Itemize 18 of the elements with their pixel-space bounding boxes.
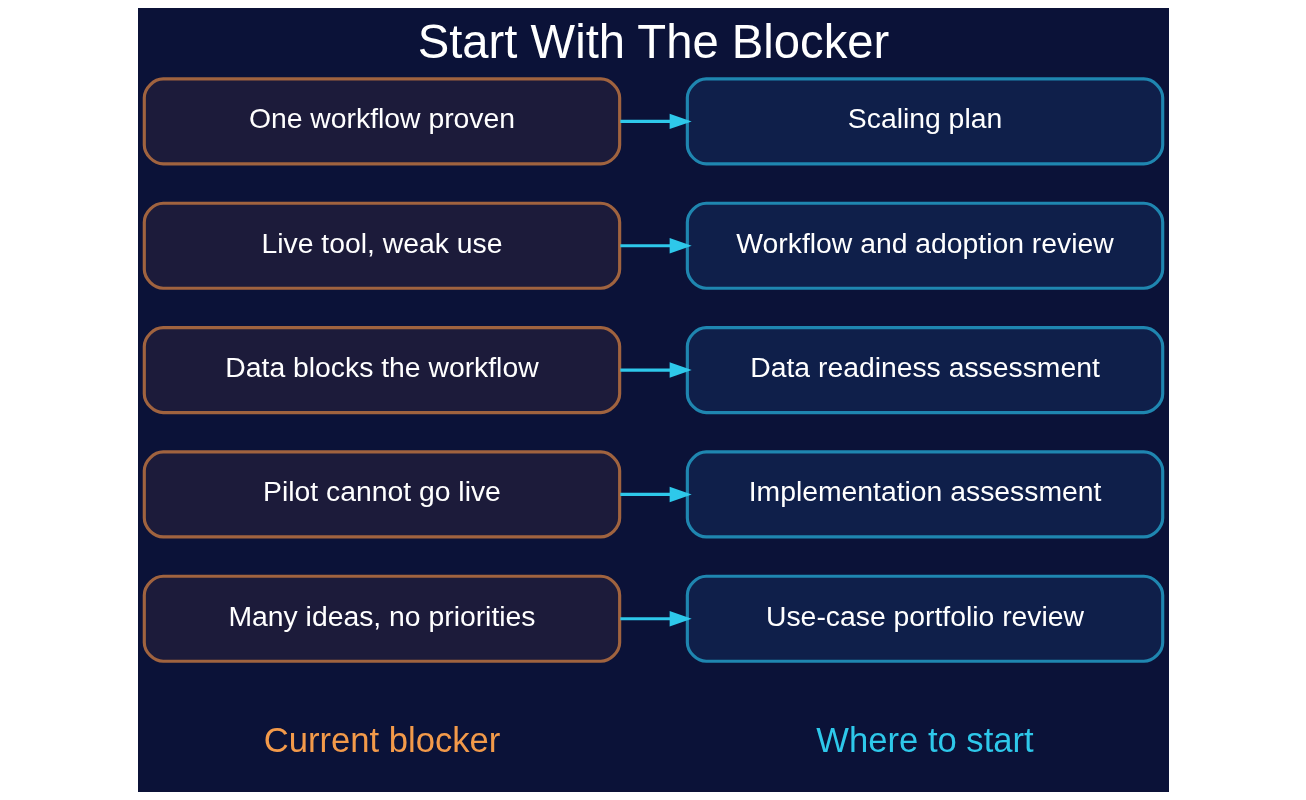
node-box: Pilot cannot go live [142, 450, 621, 539]
node-box: Implementation assessment [685, 450, 1164, 539]
node-box: Data blocks the workflow [142, 326, 621, 415]
arrow [619, 486, 692, 503]
node-box: Live tool, weak use [142, 201, 621, 290]
arrow [619, 611, 692, 627]
node-box: Data readiness assessment [685, 326, 1164, 415]
node-box: Scaling plan [685, 77, 1164, 166]
diagram-title: Start With The Blocker [417, 15, 889, 69]
node-box: One workflow proven [142, 77, 621, 166]
label: Where to start [815, 720, 1034, 759]
node-box: Many ideas, no priorities [142, 574, 621, 663]
arrow [619, 362, 692, 378]
arrow [619, 113, 692, 130]
label: Current blocker [263, 720, 500, 759]
node-box: Workflow and adoption review [685, 201, 1164, 290]
node-box: Use-case portfolio review [685, 574, 1164, 663]
arrow [619, 238, 692, 254]
